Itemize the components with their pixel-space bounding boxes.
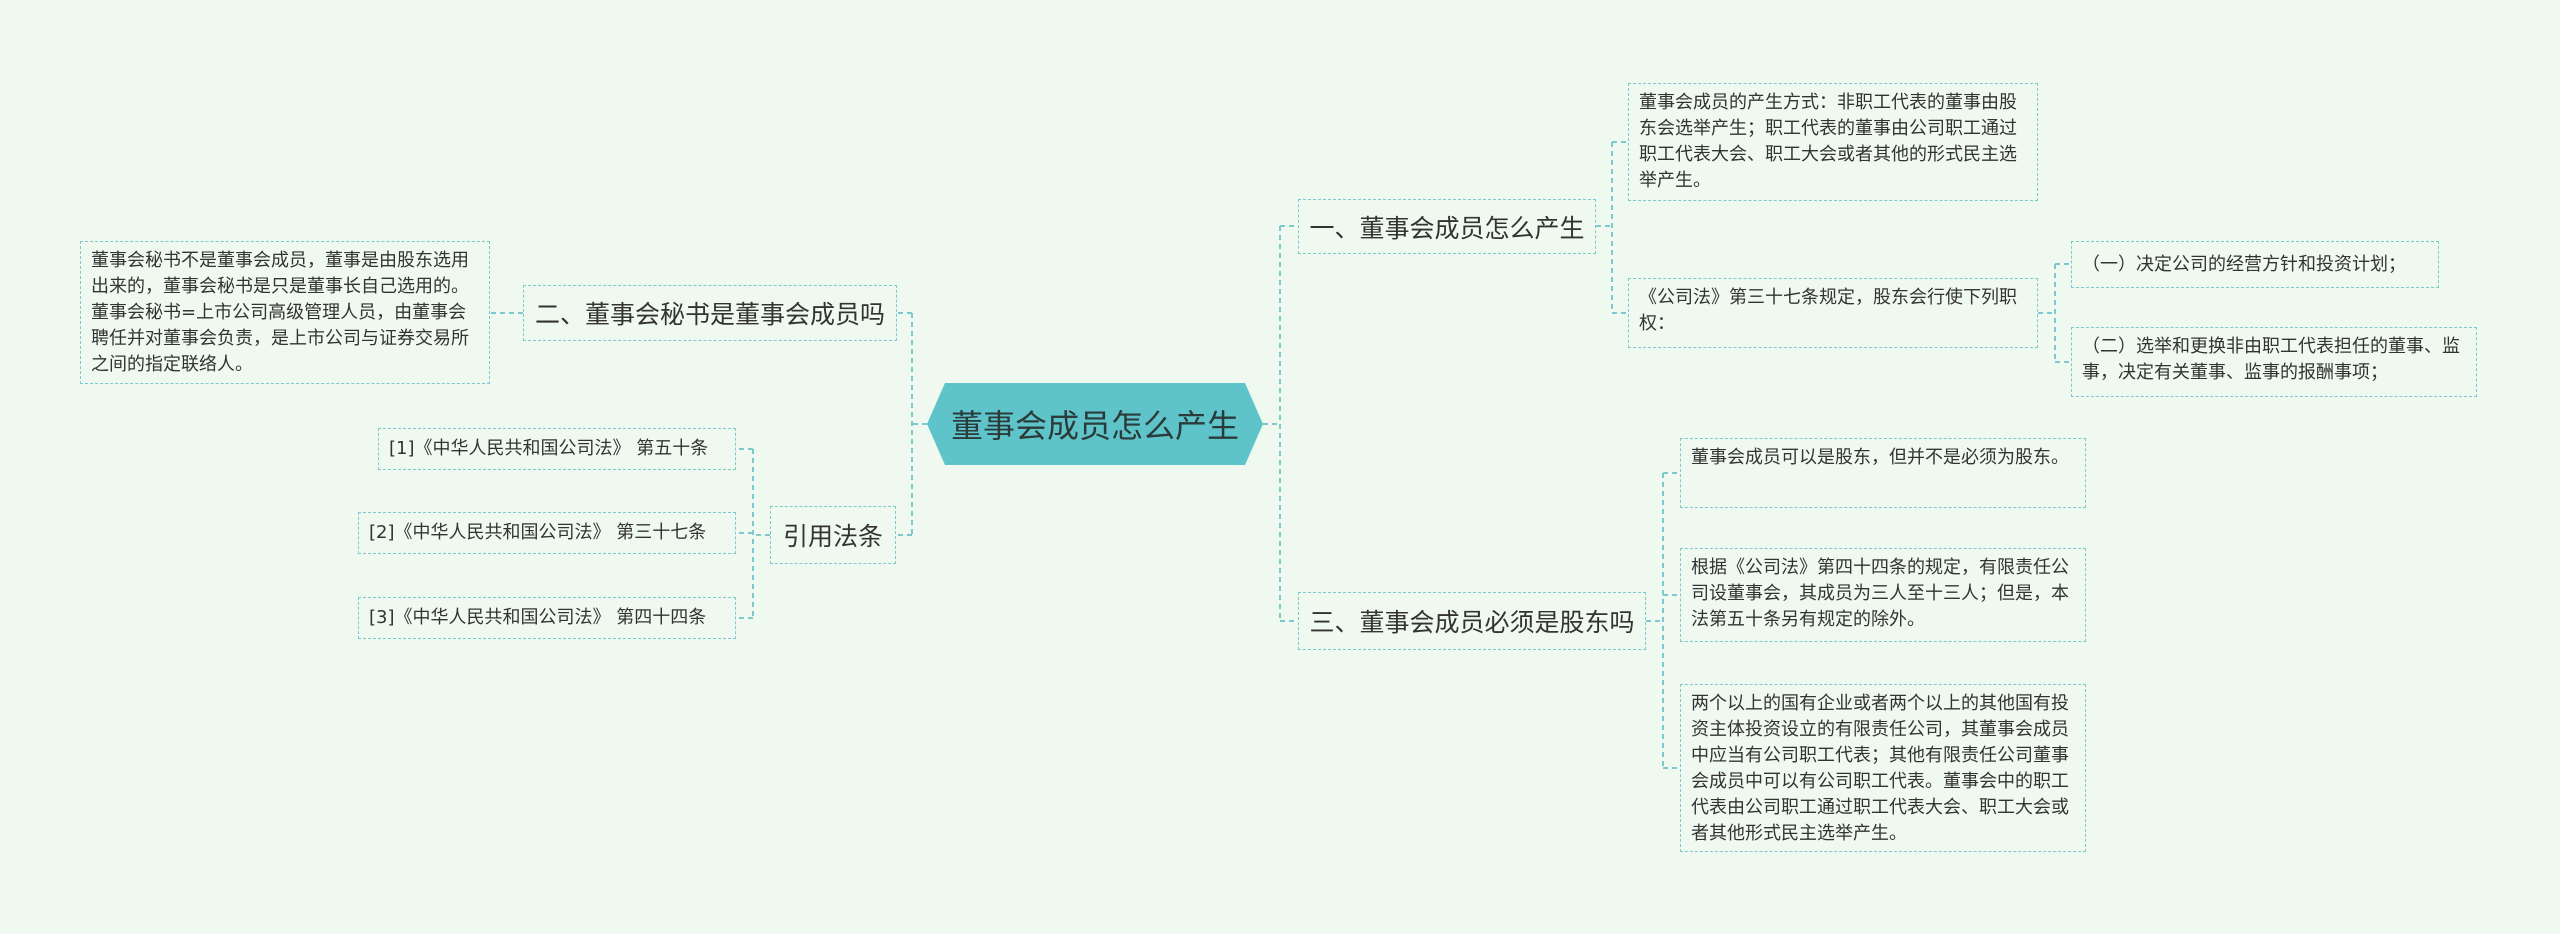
note-shareholder-2: 根据《公司法》第四十四条的规定，有限责任公司设董事会，其成员为三人至十三人；但是… <box>1680 548 2086 642</box>
note-power-2: （二）选举和更换非由职工代表担任的董事、监事，决定有关董事、监事的报酬事项； <box>2071 327 2477 397</box>
topic-how-members-produced[interactable]: 一、董事会成员怎么产生 <box>1298 199 1596 254</box>
note-shareholder-3: 两个以上的国有企业或者两个以上的其他国有投资主体投资设立的有限责任公司，其董事会… <box>1680 684 2086 852</box>
note-company-law-article-37: 《公司法》第三十七条规定，股东会行使下列职权： <box>1628 278 2038 348</box>
note-power-1: （一）决定公司的经营方针和投资计划； <box>2071 241 2439 288</box>
topic-secretary-member[interactable]: 二、董事会秘书是董事会成员吗 <box>523 285 897 341</box>
topic-cited-laws[interactable]: 引用法条 <box>770 506 896 564</box>
topic-must-be-shareholder[interactable]: 三、董事会成员必须是股东吗 <box>1298 592 1646 650</box>
ref-law-2[interactable]: [2]《中华人民共和国公司法》 第三十七条 <box>358 512 736 554</box>
note-production-method: 董事会成员的产生方式：非职工代表的董事由股东会选举产生；职工代表的董事由公司职工… <box>1628 83 2038 201</box>
ref-law-3[interactable]: [3]《中华人民共和国公司法》 第四十四条 <box>358 597 736 639</box>
note-shareholder-1: 董事会成员可以是股东，但并不是必须为股东。 <box>1680 438 2086 508</box>
ref-law-1[interactable]: [1]《中华人民共和国公司法》 第五十条 <box>378 428 736 470</box>
note-secretary: 董事会秘书不是董事会成员，董事是由股东选用出来的，董事会秘书是只是董事长自己选用… <box>80 241 490 384</box>
central-topic[interactable]: 董事会成员怎么产生 <box>927 383 1263 465</box>
